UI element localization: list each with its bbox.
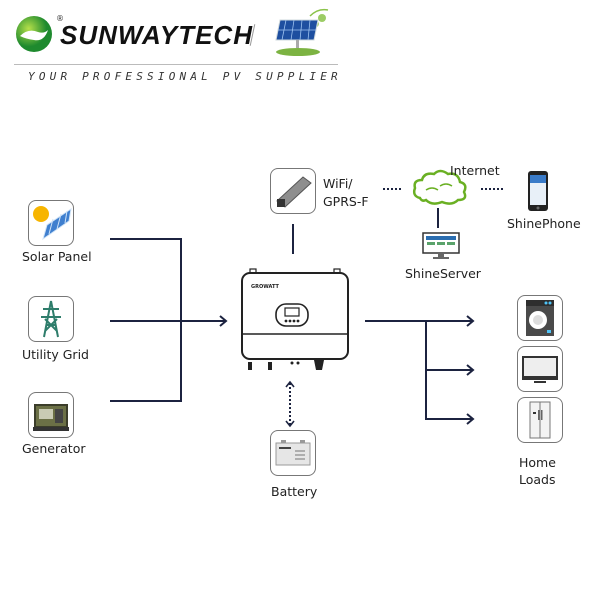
shinephone-icon — [527, 170, 549, 212]
generator-label: Generator — [22, 441, 86, 456]
battery-icon — [275, 440, 311, 466]
wifi-module-label-line2: GPRS-F — [323, 194, 369, 209]
arrow-to-washing-machine-icon — [425, 314, 477, 328]
television-icon — [522, 356, 558, 383]
battery-bidirectional-arrow-icon — [284, 380, 296, 428]
arrow-to-refrigerator-icon — [425, 412, 477, 426]
television-node — [517, 346, 563, 392]
internet-label: Internet — [450, 163, 500, 178]
brand-logo-icon — [14, 14, 54, 54]
solar-panel-label: Solar Panel — [22, 249, 92, 264]
generator-icon — [33, 404, 69, 431]
washing-machine-icon — [526, 300, 554, 336]
solar-tree-logo-icon — [272, 6, 332, 58]
wifi-module-node — [270, 168, 316, 214]
internet-to-server-line — [437, 208, 439, 228]
arrow-to-television-icon — [425, 363, 477, 377]
brand-name: SUNWAYTECH — [60, 20, 253, 50]
utility-grid-label: Utility Grid — [22, 347, 89, 362]
module-to-inverter-line — [292, 224, 294, 254]
shinephone-label: ShinePhone — [507, 216, 581, 231]
tagline: YOUR PROFESSIONAL PV SUPPLIER — [28, 70, 342, 83]
solar-connector-line — [110, 238, 182, 240]
arrow-to-inverter-icon — [182, 314, 230, 328]
home-loads-label-line1: Home — [519, 455, 556, 470]
generator-node — [28, 392, 74, 438]
home-loads-label-line2: Loads — [519, 472, 556, 487]
inverter-icon — [241, 268, 349, 370]
inverter-to-loads-line — [365, 320, 427, 322]
battery-node — [270, 430, 316, 476]
shineserver-icon — [421, 232, 461, 260]
washing-machine-node — [517, 295, 563, 341]
internet-to-phone-dotted-line — [481, 188, 503, 190]
solar-panel-node — [28, 200, 74, 246]
power-tower-icon — [41, 300, 61, 338]
solar-panel-icon — [33, 206, 72, 241]
inverter-node — [240, 268, 352, 374]
refrigerator-node — [517, 397, 563, 443]
wifi-module-icon — [276, 176, 312, 208]
header-divider — [14, 64, 338, 65]
refrigerator-icon — [529, 401, 551, 439]
generator-connector-line — [110, 400, 182, 402]
registered-mark: ® — [56, 14, 64, 23]
grid-connector-line — [110, 320, 182, 322]
utility-grid-node — [28, 296, 74, 342]
source-bus-line — [180, 238, 182, 402]
wifi-module-label-line1: WiFi/ — [323, 176, 353, 191]
shineserver-label: ShineServer — [405, 266, 481, 281]
battery-label: Battery — [271, 484, 318, 499]
module-to-internet-dotted-line — [383, 188, 401, 190]
internet-cloud-icon — [410, 168, 470, 206]
inverter-brand: GROWATT — [251, 284, 279, 290]
